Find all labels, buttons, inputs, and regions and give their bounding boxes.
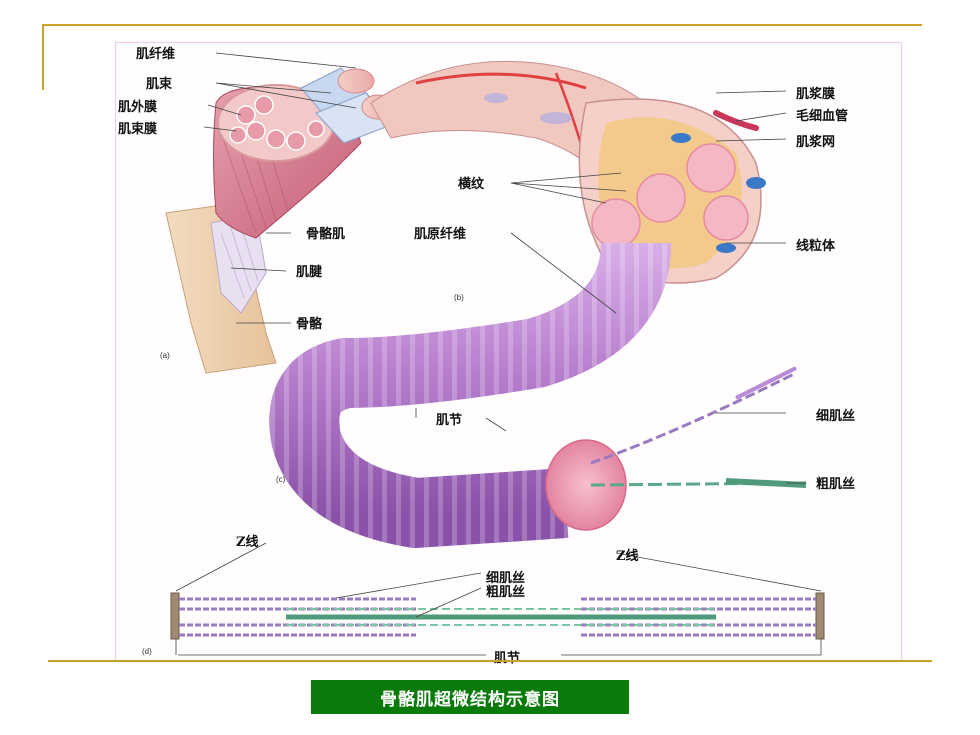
top-rule	[42, 24, 922, 26]
muscle-diagram: 肌纤维 肌束 肌外膜 肌束膜 骨骼肌 肌腱 骨骼 横纹 肌原纤维 肌浆膜 毛细血…	[115, 42, 902, 666]
fiber-cross-section	[578, 98, 766, 284]
label-skeletal-muscle: 骨骼肌	[306, 227, 346, 242]
label-bone: 骨骼	[296, 317, 323, 332]
label-sarcomere-c: 肌节	[436, 413, 463, 428]
label-muscle-fiber: 肌纤维	[136, 47, 176, 62]
sarcomere-diagram	[170, 592, 825, 640]
label-capillary: 毛细血管	[796, 109, 849, 124]
label-fascicle: 肌束	[146, 77, 173, 92]
label-mitochondria: 线粒体	[796, 239, 836, 254]
panel-label-b: (b)	[454, 293, 464, 302]
label-striations: 横纹	[458, 177, 485, 192]
thin-filament-strand	[590, 366, 797, 465]
label-thick-filament-d: 粗肌丝	[486, 585, 526, 600]
panel-label-c: (c)	[276, 475, 286, 484]
label-thick-filament-c: 粗肌丝	[816, 477, 856, 492]
label-sarcoplasmic-reticulum: 肌浆网	[796, 135, 836, 150]
left-rule	[42, 24, 44, 90]
label-thin-filament-c: 细肌丝	[816, 409, 856, 424]
label-myofibril: 肌原纤维	[414, 227, 467, 242]
myofibril-coil	[269, 241, 671, 549]
thick-filament-strand	[590, 478, 807, 488]
bottom-rule	[48, 660, 932, 662]
label-epimysium: 肌外膜	[118, 100, 158, 115]
label-sarcomere-d: 肌节	[494, 651, 521, 666]
panel-label-d: (d)	[142, 647, 152, 656]
diagram-artwork	[165, 52, 825, 656]
leader-lines	[175, 52, 822, 656]
label-tendon: 肌腱	[296, 265, 323, 280]
label-z-line-right: Z线	[616, 549, 639, 564]
panel-label-a: (a)	[160, 351, 170, 360]
label-perimysium: 肌束膜	[118, 122, 158, 137]
label-z-line-left: Z线	[236, 535, 259, 550]
label-sarcolemma: 肌浆膜	[796, 87, 836, 102]
figure-caption: 骨骼肌超微结构示意图	[311, 680, 629, 714]
label-thin-filament-d: 细肌丝	[486, 571, 526, 586]
